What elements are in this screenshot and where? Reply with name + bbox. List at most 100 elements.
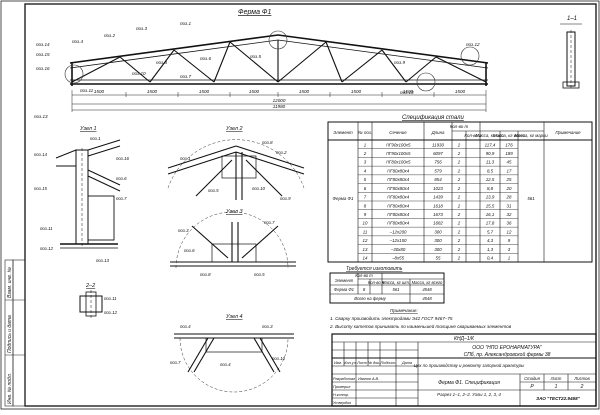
stamp-sheet-subtitle: Разрез 1–1, 2–2. Узлы 1, 2, 3, 4 <box>437 392 501 397</box>
spec-cell: 15,5 <box>486 203 495 208</box>
spec-cell: 2 <box>457 151 461 156</box>
spec-cell: −8х55 <box>392 256 405 261</box>
spec-cell: ⊓Г80х80х4 <box>387 168 410 173</box>
stamp-sheets-header: Листов <box>573 376 590 381</box>
stamp-role: Н.контр. <box>333 393 349 397</box>
spec-cell: 1 <box>508 256 511 261</box>
node-1-label: поз.11 <box>40 226 53 231</box>
inner-frame <box>24 3 597 407</box>
spec-cell: ⊓Г80х80х4 <box>387 195 410 200</box>
req-header: Элемент <box>335 278 354 283</box>
node-1-label: поз.15 <box>34 186 48 191</box>
node-2-label: поз.9 <box>280 196 291 201</box>
spec-cell: 10 <box>363 221 368 226</box>
title-block: КНД–1/К ООО "НПО ЕРОНАРМАТУРА" СПб, пр. … <box>331 333 597 407</box>
segment-dim: 1500 <box>249 89 260 94</box>
spec-cell: 1618 <box>433 203 443 208</box>
node-4-label: поз.4 <box>220 362 231 367</box>
spec-cell: 2 <box>457 177 461 182</box>
node-2-label: поз.2 <box>276 150 287 155</box>
required-table: Требуется изготовить Элемент Кол-во т Ко… <box>329 266 445 304</box>
spec-cell: 17 <box>507 168 512 173</box>
spec-cell: ⊓Г80х80х4 <box>387 212 410 217</box>
spec-cell: 2 <box>457 256 461 261</box>
note-item: 1. Сварку производить электродами Э42 ГО… <box>330 316 453 321</box>
spec-header: Масса, кг шт. <box>475 133 504 138</box>
stamp-role: Разработал <box>333 377 356 381</box>
spec-cell: 2 <box>457 203 461 208</box>
side-strip: Взам. инв. № Подпись и дата Инв. № подл. <box>4 259 26 407</box>
node-callout-2 <box>268 30 288 50</box>
stamp-sheet: 1 <box>555 384 558 390</box>
spec-cell: 3 <box>364 160 367 165</box>
spec-cell: 2 <box>457 229 461 234</box>
truss-label: поз.8 <box>156 60 167 65</box>
truss-label: поз.6 <box>200 56 211 61</box>
spec-cell: −12х200 <box>390 229 408 234</box>
node-3-label: поз.5 <box>254 272 265 277</box>
side-label-1: Взам. инв. № <box>7 266 13 298</box>
node-2-label: поз.1 <box>180 156 191 161</box>
stamp-role: Проверил <box>333 385 351 389</box>
spec-element-mass: 561 <box>527 196 535 201</box>
req-total-value: 4548 <box>422 296 432 301</box>
side-label-2: Подпись и дата <box>7 315 13 353</box>
spec-cell: ⊓Г90х100х5 <box>386 142 411 147</box>
spec-header: Масса, кг всего <box>493 133 526 138</box>
segment-dim: 1500 <box>299 89 310 94</box>
spec-cell: ⊓Г80х80х4 <box>387 203 410 208</box>
overall-dim: 12000 <box>273 98 286 103</box>
node-1-label: поз.1 <box>90 136 101 141</box>
spec-cell: ⊓Г80х100х5 <box>386 160 411 165</box>
node-1-label: поз.7 <box>116 196 127 201</box>
spec-header: Примечание <box>555 130 581 135</box>
spec-cell: 12 <box>363 238 368 243</box>
stamp-company: ЗАО "ТЕСТ22.9468" <box>536 396 580 401</box>
segment-dim: 1500 <box>199 89 210 94</box>
node-4-detail: Узел 4 поз.4 поз.3 поз.7 поз.10 поз.4 <box>170 314 294 393</box>
node-3-label: поз.6 <box>184 248 195 253</box>
spec-cell: 25 <box>506 177 512 182</box>
spec-cell: 854 <box>434 177 442 182</box>
rev-header: Дата <box>401 361 412 365</box>
spec-cell: 12,5 <box>486 177 495 182</box>
spec-cell: 9 <box>508 238 511 243</box>
truss-label: поз.7 <box>180 74 191 79</box>
req-cell: 8 <box>363 287 366 292</box>
node-3-label: поз.3 <box>178 228 189 233</box>
spec-cell: 13,9 <box>486 195 495 200</box>
segment-dim: 1500 <box>351 89 362 94</box>
truss-elevation: Ферма Ф1 <box>34 9 489 119</box>
truss-label: поз.10 <box>132 71 146 76</box>
spec-cell: 11,3 <box>486 160 495 165</box>
spec-cell: 6 <box>364 186 367 191</box>
spec-cell: 28 <box>506 195 512 200</box>
spec-cell: ⊓Г80х80х4 <box>387 186 410 191</box>
spec-cell: 5,7 <box>487 229 494 234</box>
truss-label: поз.12 <box>466 42 480 47</box>
spec-cell: 1,3 <box>487 247 494 252</box>
section-2-2-detail: 2–2 поз.11 поз.12 <box>79 283 118 320</box>
spec-cell: 1439 <box>433 195 443 200</box>
spec-cell: 8,5 <box>487 168 494 173</box>
node-3-label: поз.7 <box>264 220 275 225</box>
spec-cell: 117,4 <box>485 142 496 147</box>
spec-cell: 31 <box>507 203 512 208</box>
spec-header: Масса, кг марки <box>514 133 548 138</box>
spec-cell: 8 <box>364 203 367 208</box>
spec-cell: 2 <box>457 160 461 165</box>
spec-cell: 90,9 <box>486 151 495 156</box>
spec-cell: 11 <box>363 229 368 234</box>
node-1-detail: Узел 1 поз.1 поз.14 поз.15 поз.11 поз.12… <box>34 126 130 263</box>
spec-cell: 14 <box>363 256 368 261</box>
rev-header: Кол.уч <box>344 361 355 365</box>
rev-header: Изм. <box>334 361 342 365</box>
overall-dim: 11980 <box>273 104 286 109</box>
stamp-org2: СПб, пр. Александровской фермы 38 <box>464 351 551 358</box>
stamp-name: Иванов А.В. <box>358 377 379 381</box>
side-label-3: Инв. № подл. <box>7 373 13 404</box>
rev-header: Подпись <box>380 361 395 365</box>
stamp-sheet-title: Ферма Ф1. Спецификация <box>438 380 500 386</box>
